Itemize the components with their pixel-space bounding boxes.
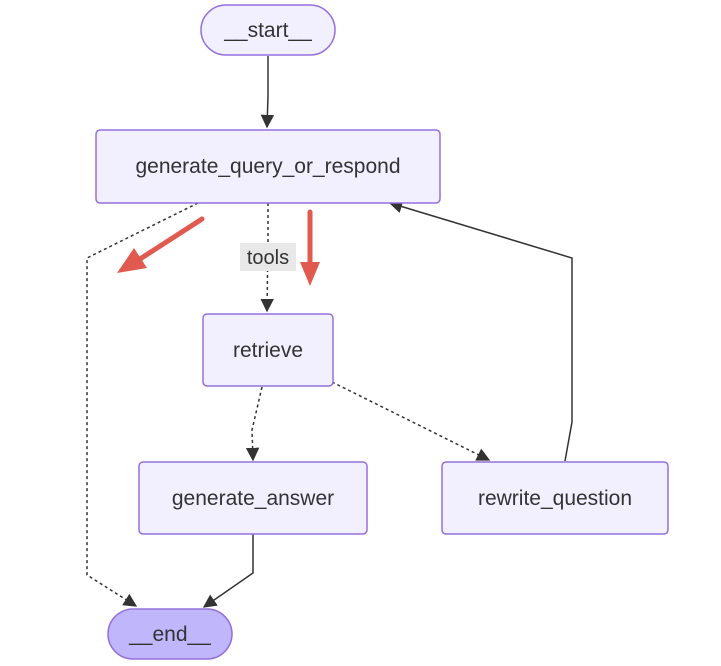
edge-label-tools: tools bbox=[247, 247, 289, 269]
edge-start-to-generate-query bbox=[260, 56, 275, 129]
node-generate-answer[interactable]: generate_answer bbox=[138, 461, 368, 535]
node-retrieve-label: retrieve bbox=[233, 339, 303, 362]
edge-generate-query-to-retrieve bbox=[260, 203, 274, 313]
node-retrieve[interactable]: retrieve bbox=[202, 313, 334, 387]
node-rewrite-question[interactable]: rewrite_question bbox=[441, 461, 669, 535]
node-rewrite-question-label: rewrite_question bbox=[478, 487, 632, 510]
edge-generate-query-to-end bbox=[86, 202, 199, 607]
node-generate-query-or-respond[interactable]: generate_query_or_respond bbox=[95, 129, 441, 204]
edge-rewrite-question-to-generate-query bbox=[388, 200, 573, 462]
node-start[interactable]: __start__ bbox=[200, 4, 336, 56]
edge-label-background bbox=[240, 243, 296, 271]
edge-generate-answer-to-end bbox=[202, 534, 254, 608]
node-end[interactable]: __end__ bbox=[107, 608, 233, 660]
highlight-arrow-left bbox=[117, 216, 205, 273]
node-generate-query-or-respond-label: generate_query_or_respond bbox=[135, 155, 400, 178]
edge-retrieve-to-generate-answer bbox=[245, 386, 263, 462]
node-start-label: __start__ bbox=[223, 19, 312, 42]
node-generate-answer-label: generate_answer bbox=[172, 487, 334, 510]
highlight-arrow-down bbox=[300, 209, 320, 286]
node-end-label: __end__ bbox=[128, 623, 211, 646]
edge-retrieve-to-rewrite-question bbox=[331, 381, 491, 461]
